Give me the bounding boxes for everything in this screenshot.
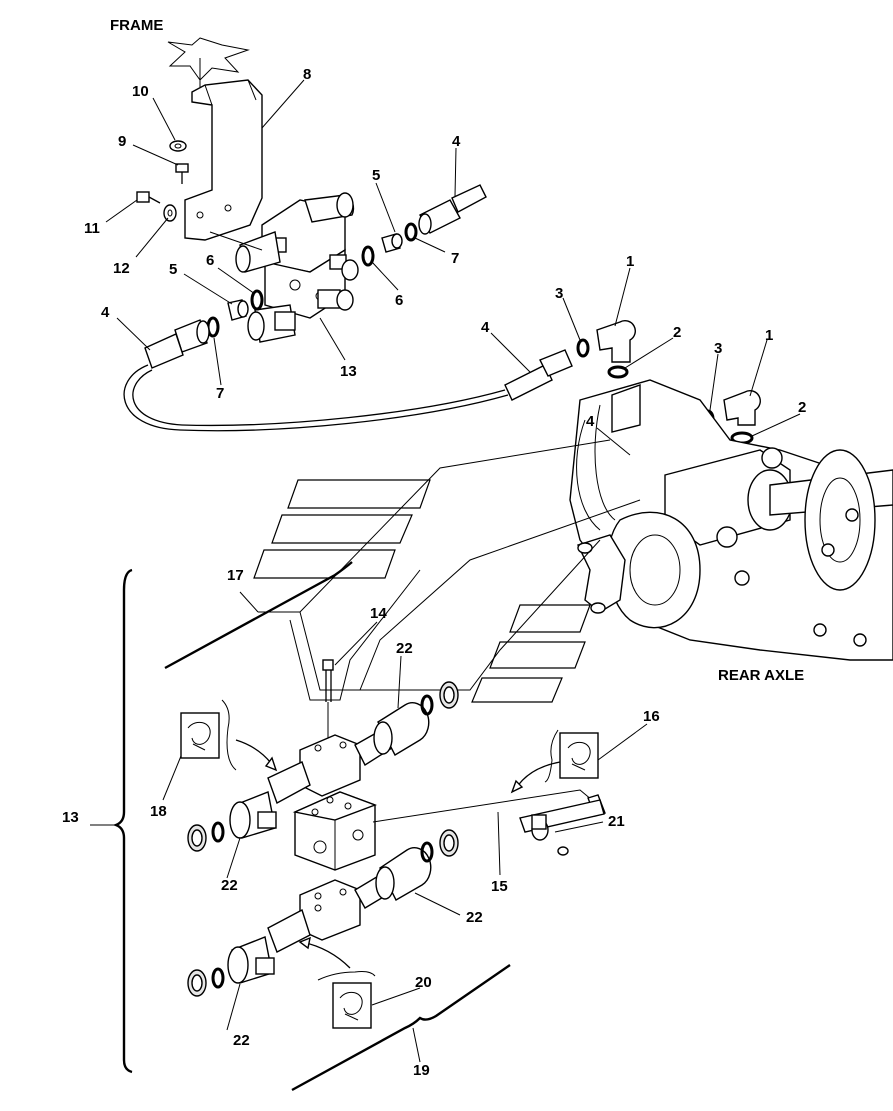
leader-lines xyxy=(90,79,801,1063)
callout-4-hose: 4 xyxy=(481,319,490,336)
callout-13-lower: 13 xyxy=(62,809,79,826)
callout-16: 16 xyxy=(643,708,660,725)
callout-1-lower: 1 xyxy=(765,327,773,344)
reference-arrows xyxy=(253,439,641,703)
hydraulic-hose xyxy=(123,349,573,432)
left-fittings xyxy=(144,289,264,369)
callout-5-upper: 5 xyxy=(372,167,380,184)
callout-7-upper: 7 xyxy=(451,250,459,267)
callout-14: 14 xyxy=(370,605,387,622)
callout-15: 15 xyxy=(491,878,508,895)
callout-5-left: 5 xyxy=(169,261,177,278)
callout-21: 21 xyxy=(608,813,625,830)
callout-10: 10 xyxy=(132,83,149,100)
callout-2-upper: 2 xyxy=(673,324,681,341)
callout-13-upper: 13 xyxy=(340,363,357,380)
upper-valve-assembly xyxy=(209,192,359,343)
callout-6-upper: 6 xyxy=(395,292,403,309)
fasteners xyxy=(136,140,189,222)
callout-4-left: 4 xyxy=(101,304,110,321)
callout-22-c: 22 xyxy=(466,909,483,926)
callout-12: 12 xyxy=(113,260,130,277)
callout-8: 8 xyxy=(303,66,311,83)
callout-9: 9 xyxy=(118,133,126,150)
callout-4-upper: 4 xyxy=(452,133,461,150)
rear-axle-caption: REAR AXLE xyxy=(718,667,804,684)
callout-22-b: 22 xyxy=(221,877,238,894)
callout-22-d: 22 xyxy=(233,1032,250,1049)
callout-18: 18 xyxy=(150,803,167,820)
labels: FRAME REAR AXLE 10 9 8 11 12 5 4 7 6 5 6… xyxy=(62,17,806,1079)
frame-caption: FRAME xyxy=(110,17,163,34)
callout-11: 11 xyxy=(84,220,100,237)
callout-20: 20 xyxy=(415,974,432,991)
exploded-valve-assembly xyxy=(112,561,606,1092)
callout-2-lower: 2 xyxy=(798,399,806,416)
callout-3-lower: 3 xyxy=(714,340,722,357)
upper-right-fittings xyxy=(361,184,487,267)
callout-1-upper: 1 xyxy=(626,253,634,270)
callout-22-a: 22 xyxy=(396,640,413,657)
callout-17: 17 xyxy=(227,567,244,584)
callout-4-axle: 4 xyxy=(586,413,595,430)
callout-6-left: 6 xyxy=(206,252,214,269)
frame-reference xyxy=(167,37,250,92)
mounting-bracket xyxy=(184,79,263,241)
callout-3-upper: 3 xyxy=(555,285,563,302)
callout-19: 19 xyxy=(413,1062,430,1079)
callout-7-left: 7 xyxy=(216,385,224,402)
rear-axle xyxy=(569,379,893,661)
